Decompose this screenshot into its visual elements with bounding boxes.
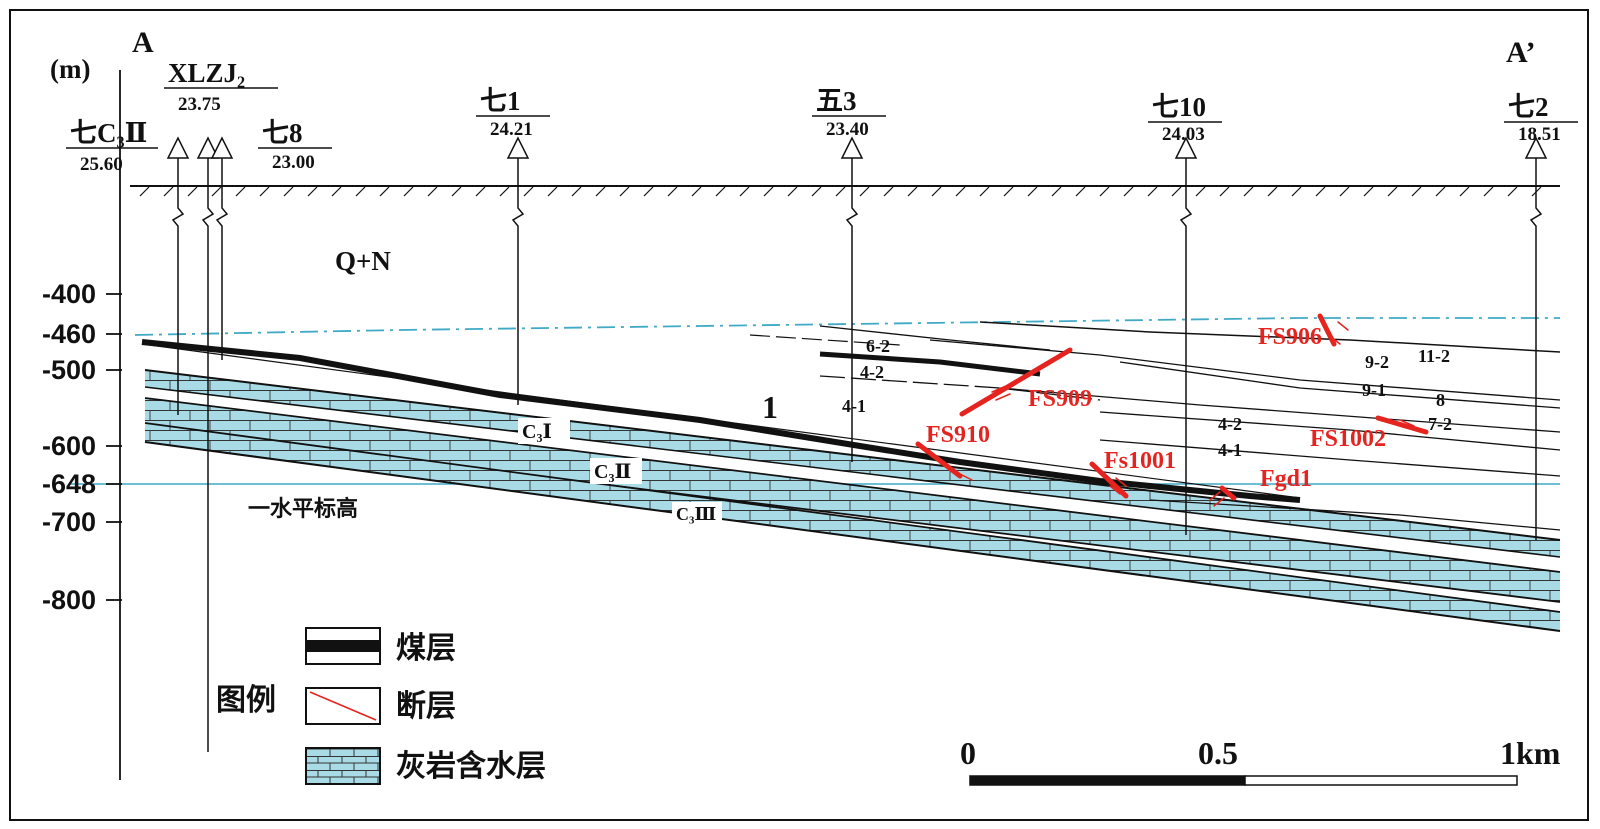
seam-label-4-1-b: 4-1 [1218, 440, 1242, 460]
borehole-arrow-icon [840, 136, 864, 159]
fault-label-fs910: FS910 [926, 422, 990, 448]
borehole-1: XLZJ₂ 23.75 [164, 58, 278, 752]
depth-tick-label: -700 [42, 507, 96, 537]
depth-tick-5: -700 [42, 507, 122, 537]
borehole-name: 七1 [480, 86, 521, 116]
borehole-elevation: 24.03 [1162, 124, 1205, 145]
depth-ticks: -400 -460 -500 -600 -648 -700 -800 [42, 279, 122, 615]
legend: 图例 煤层 断层 灰岩含水层 [216, 627, 546, 785]
aquifer-label-c3-3: C₃Ⅲ [676, 504, 716, 524]
depth-unit: (m) [50, 54, 90, 84]
legend-fault-label: 断层 [396, 689, 456, 724]
borehole-2: 七8 23.00 [210, 118, 332, 360]
borehole-elevation: 23.00 [272, 152, 315, 173]
borehole-elevation: 23.40 [826, 119, 869, 140]
scale-tick-half: 0.5 [1198, 735, 1238, 771]
fault-label-fs909: FS909 [1028, 386, 1092, 412]
depth-tick-6: -800 [42, 585, 122, 615]
scale-bar: 0 0.5 1km [960, 735, 1561, 786]
section-end-left: A [132, 26, 154, 59]
borehole-elevation: 25.60 [80, 154, 123, 175]
borehole-name: 七8 [262, 118, 303, 148]
depth-tick-label: -500 [42, 355, 96, 385]
seam-labels: 6-2 4-2 4-1 9-2 11-2 9-1 8 4-2 4-1 7-2 [842, 336, 1452, 460]
borehole-elevation: 18.51 [1518, 124, 1561, 145]
aquifer-band-c3-1 [144, 369, 1561, 558]
ground-surface [130, 185, 1560, 197]
depth-tick-label: -400 [42, 279, 96, 309]
faults [915, 313, 1429, 507]
level-marker-label: 一水平标高 [248, 496, 358, 522]
seam-label-9-1: 9-1 [1362, 380, 1386, 400]
fault-labels: FS906 FS909 FS910 Fs1001 FS1002 Fgd1 [926, 324, 1386, 492]
depth-tick-1: -460 [42, 319, 122, 349]
legend-coal-label: 煤层 [396, 631, 456, 666]
seam-label-4-2-a: 4-2 [860, 362, 884, 382]
borehole-4: 五3 23.40 [812, 86, 886, 462]
fault-label-fs1002: FS1002 [1310, 426, 1386, 452]
depth-tick-3: -600 [42, 431, 122, 461]
depth-tick-label: -460 [42, 319, 96, 349]
seam-label-8: 8 [1436, 390, 1445, 410]
aquifer-swatch [305, 747, 381, 785]
aquifer-band-c3-3 [144, 422, 1561, 632]
formation-label: Q+N [335, 246, 391, 276]
coal-seam-1-upper [141, 343, 1301, 499]
borehole-3: 七1 24.21 [476, 86, 550, 405]
legend-aquifer-label: 灰岩含水层 [396, 749, 546, 784]
aquifer-labels: C₃Ⅰ C₃Ⅱ C₃Ⅲ [518, 418, 722, 526]
borehole-arrow-icon [506, 136, 530, 159]
fault-label-fs1001: Fs1001 [1104, 448, 1176, 474]
boreholes: 七C₃Ⅱ 25.60 XLZJ₂ 23.75 七8 23.00 七1 24.21 五3 23.40… [66, 58, 1578, 752]
fault-fs1001-line [1089, 461, 1129, 499]
borehole-name: 七C₃Ⅱ [70, 118, 147, 148]
seam-label-9-2: 9-2 [1365, 352, 1389, 372]
seam-label-11-2: 11-2 [1418, 346, 1450, 366]
borehole-arrow-icon [166, 136, 190, 159]
depth-tick-0: -400 [42, 279, 122, 309]
legend-item-coal: 煤层 [305, 627, 456, 666]
depth-axis: (m) [50, 54, 121, 780]
upper-seams [749, 321, 1561, 531]
aquifer-label-c3-1: C₃Ⅰ [522, 421, 552, 443]
legend-title: 图例 [216, 683, 276, 718]
section-end-right: A’ [1506, 36, 1535, 69]
seam-label-6-2: 6-2 [866, 336, 890, 356]
fault-fs909-line [959, 347, 1073, 417]
main-seam-label: 1 [762, 389, 778, 425]
coal-seam-1 [141, 339, 1301, 503]
borehole-name: 五3 [816, 86, 857, 116]
aquifer-band-c3-2 [144, 397, 1561, 603]
water-level-line [134, 317, 1560, 336]
legend-item-aquifer: 灰岩含水层 [305, 747, 546, 785]
borehole-elevation: 23.75 [178, 94, 221, 115]
fault-fgd1-line [1219, 485, 1237, 501]
scale-tick-1km: 1km [1500, 735, 1561, 771]
depth-tick-label: -800 [42, 585, 96, 615]
borehole-name: 七10 [1152, 92, 1206, 122]
seam-label-4-2-b: 4-2 [1218, 414, 1242, 434]
depth-tick-label: -648 [42, 469, 96, 499]
figure-frame [9, 9, 1589, 821]
aquifer-label-c3-2: C₃Ⅱ [594, 461, 631, 483]
borehole-arrow-icon [210, 136, 234, 159]
fault-fs1002-line [1375, 415, 1429, 435]
borehole-name: XLZJ₂ [168, 58, 245, 88]
fault-label-fgd1: Fgd1 [1260, 466, 1312, 492]
fault-label-fs906: FS906 [1258, 324, 1322, 350]
depth-tick-label: -600 [42, 431, 96, 461]
seam-label-7-2: 7-2 [1428, 414, 1452, 434]
borehole-elevation: 24.21 [490, 119, 533, 140]
scale-tick-0: 0 [960, 735, 976, 771]
fault-fs906-line [1317, 313, 1337, 347]
depth-tick-4: -648 [42, 469, 122, 499]
depth-tick-2: -500 [42, 355, 122, 385]
legend-item-fault: 断层 [305, 687, 456, 725]
seam-label-4-1-a: 4-1 [842, 396, 866, 416]
borehole-0: 七C₃Ⅱ 25.60 [66, 118, 190, 415]
borehole-name: 七2 [1508, 92, 1549, 122]
